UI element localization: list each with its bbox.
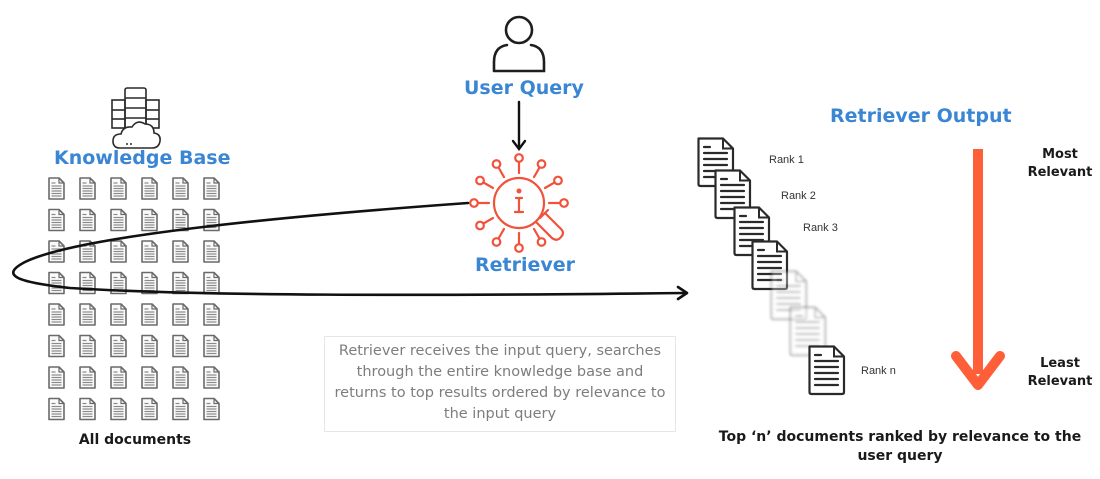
retriever-spoke-node xyxy=(559,198,569,208)
knowledge-base-document-icon xyxy=(79,366,96,389)
rank-label: Rank 3 xyxy=(803,222,838,234)
retriever-spoke-node xyxy=(469,198,479,208)
knowledge-base-document-icon xyxy=(203,177,220,200)
knowledge-base-document-icon xyxy=(172,303,189,326)
knowledge-base-document-icon xyxy=(110,240,127,263)
knowledge-base-document-icon xyxy=(203,303,220,326)
retriever-description: Retriever receives the input query, sear… xyxy=(324,336,676,432)
knowledge-base-document-icon xyxy=(141,366,158,389)
knowledge-base-document-icon xyxy=(110,397,127,421)
retriever-spoke xyxy=(482,216,495,225)
retriever-spoke xyxy=(482,181,495,190)
knowledge-base-document-icon xyxy=(48,208,65,232)
knowledge-base-document-icon xyxy=(141,397,158,421)
relevance-arrow xyxy=(951,149,1005,390)
user-query-title: User Query xyxy=(464,77,584,99)
retriever-spoke-node xyxy=(475,220,485,231)
user-icon xyxy=(492,15,546,73)
knowledge-base-document-icon xyxy=(110,177,127,200)
retriever-output-title: Retriever Output xyxy=(830,105,1012,127)
knowledge-base-title: Knowledge Base xyxy=(54,147,231,169)
knowledge-base-document-icon xyxy=(79,208,96,232)
rank-label: Rank n xyxy=(861,365,896,377)
knowledge-base-document-icon xyxy=(110,366,127,389)
retriever-spoke xyxy=(532,166,541,179)
knowledge-base-document-icon xyxy=(48,177,65,200)
knowledge-base-document-icon xyxy=(172,271,189,295)
retriever-search-icon xyxy=(469,153,569,253)
least-relevant-label: Least Relevant xyxy=(1027,356,1093,389)
knowledge-base-document-icon xyxy=(172,397,189,421)
retrieval-flow-arrowhead xyxy=(676,285,689,301)
knowledge-base-document-icon xyxy=(110,334,127,358)
knowledge-base-document-grid xyxy=(48,177,220,421)
knowledge-base-document-icon xyxy=(203,271,220,295)
retriever-spoke-node xyxy=(514,153,524,163)
knowledge-base-document-icon xyxy=(110,303,127,326)
knowledge-base-document-icon xyxy=(203,397,220,421)
output-caption: Top ‘n’ documents ranked by relevance to… xyxy=(718,429,1082,464)
knowledge-base-document-icon xyxy=(79,303,96,326)
rank-label: Rank 2 xyxy=(781,190,816,202)
retriever-spoke-node xyxy=(514,243,524,253)
knowledge-base-document-icon xyxy=(172,240,189,263)
knowledge-base-document-icon xyxy=(172,208,189,232)
retriever-spoke-node xyxy=(491,237,502,247)
retriever-spoke-node xyxy=(475,175,485,186)
server-cloud-icon xyxy=(111,87,161,149)
knowledge-base-document-icon xyxy=(172,366,189,389)
knowledge-base-document-icon xyxy=(48,271,65,295)
retriever-spoke xyxy=(532,227,541,240)
retriever-spoke xyxy=(497,166,506,179)
knowledge-base-document-icon xyxy=(141,334,158,358)
knowledge-base-document-icon xyxy=(141,240,158,263)
retrieval-flow-arrow xyxy=(12,201,687,297)
retriever-spoke-node xyxy=(491,159,502,169)
most-relevant-label: Most Relevant xyxy=(1027,147,1093,180)
knowledge-base-document-icon xyxy=(141,177,158,200)
knowledge-base-document-icon xyxy=(48,303,65,326)
knowledge-base-document-icon xyxy=(79,397,96,421)
knowledge-base-document-icon xyxy=(48,397,65,421)
knowledge-base-document-icon xyxy=(172,334,189,358)
knowledge-base-document-icon xyxy=(48,334,65,358)
retriever-spoke xyxy=(497,227,506,240)
ranked-documents xyxy=(697,137,846,396)
retriever-spoke xyxy=(543,181,556,190)
knowledge-base-document-icon xyxy=(79,334,96,358)
knowledge-base-document-icon xyxy=(141,208,158,232)
knowledge-base-document-icon xyxy=(141,303,158,326)
rank-label: Rank 1 xyxy=(769,154,804,166)
query-to-retriever-arrow xyxy=(511,100,527,151)
retriever-spoke-node xyxy=(553,175,563,186)
ranked-document-icon xyxy=(808,345,846,396)
knowledge-base-document-icon xyxy=(203,366,220,389)
retriever-title: Retriever xyxy=(475,254,576,276)
knowledge-base-document-icon xyxy=(79,177,96,200)
knowledge-base-document-icon xyxy=(203,240,220,263)
knowledge-base-document-icon xyxy=(48,366,65,389)
retriever-spoke-node xyxy=(536,159,547,169)
knowledge-base-document-icon xyxy=(110,208,127,232)
knowledge-base-document-icon xyxy=(172,177,189,200)
all-documents-label: All documents xyxy=(78,432,192,448)
knowledge-base-document-icon xyxy=(203,334,220,358)
retriever-spoke-node xyxy=(536,237,547,247)
